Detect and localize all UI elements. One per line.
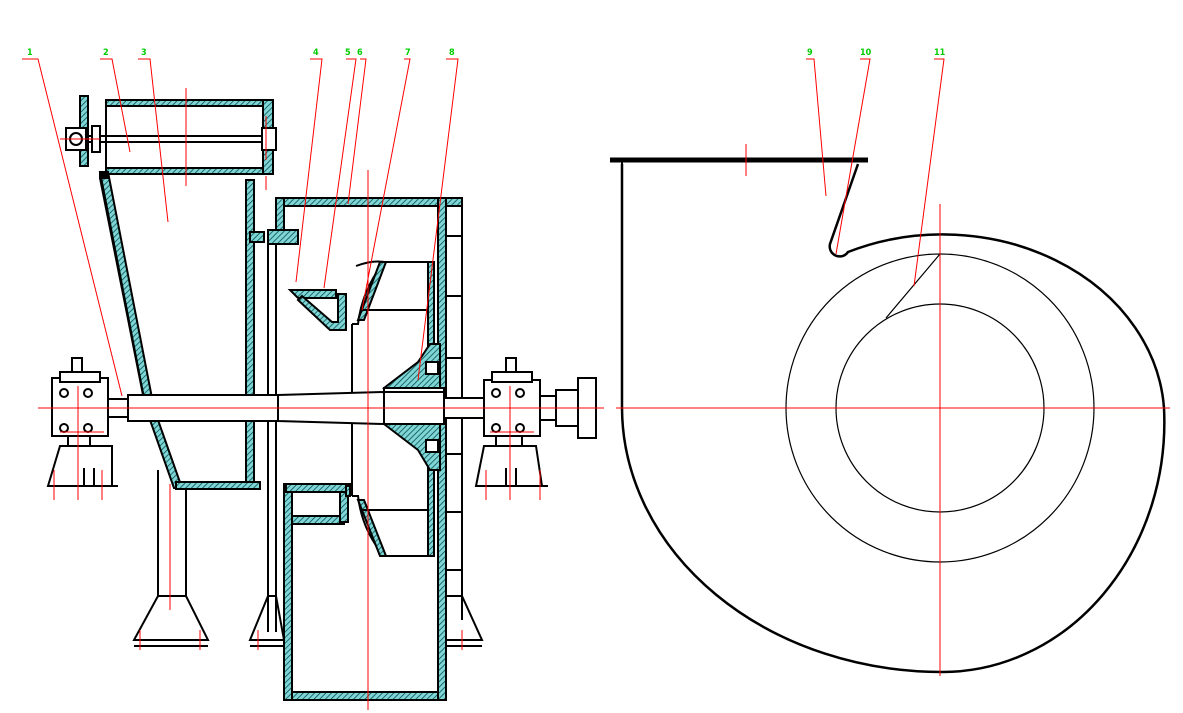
inlet-collector bbox=[287, 289, 351, 497]
part-label-11: 11 bbox=[934, 48, 946, 58]
part-label-7: 7 bbox=[405, 48, 411, 58]
leader-lines bbox=[22, 58, 945, 397]
part-label-10: 10 bbox=[860, 48, 872, 58]
part-label-4: 4 bbox=[313, 48, 319, 58]
center-lines bbox=[38, 88, 1170, 710]
fan-volute-front-view bbox=[610, 157, 1166, 674]
part-label-5: 5 bbox=[345, 48, 351, 58]
part-label-8: 8 bbox=[449, 48, 455, 58]
part-label-1: 1 bbox=[27, 48, 33, 58]
part-number-labels: 1 2 3 4 5 6 7 8 9 10 11 bbox=[27, 48, 946, 58]
inlet-cone bbox=[98, 171, 265, 490]
volute-outline bbox=[620, 163, 1166, 674]
part-label-6: 6 bbox=[357, 48, 363, 58]
support-stand-front bbox=[132, 470, 210, 647]
part-label-9: 9 bbox=[807, 48, 813, 58]
left-bearing bbox=[46, 357, 118, 487]
fan-side-section-view bbox=[46, 95, 597, 701]
support-stand-rear bbox=[445, 595, 484, 647]
right-bearing bbox=[474, 357, 548, 487]
support-stand-middle bbox=[248, 595, 286, 647]
part-label-3: 3 bbox=[141, 48, 147, 58]
part-label-2: 2 bbox=[103, 48, 109, 58]
blade-edge-line bbox=[885, 253, 941, 319]
